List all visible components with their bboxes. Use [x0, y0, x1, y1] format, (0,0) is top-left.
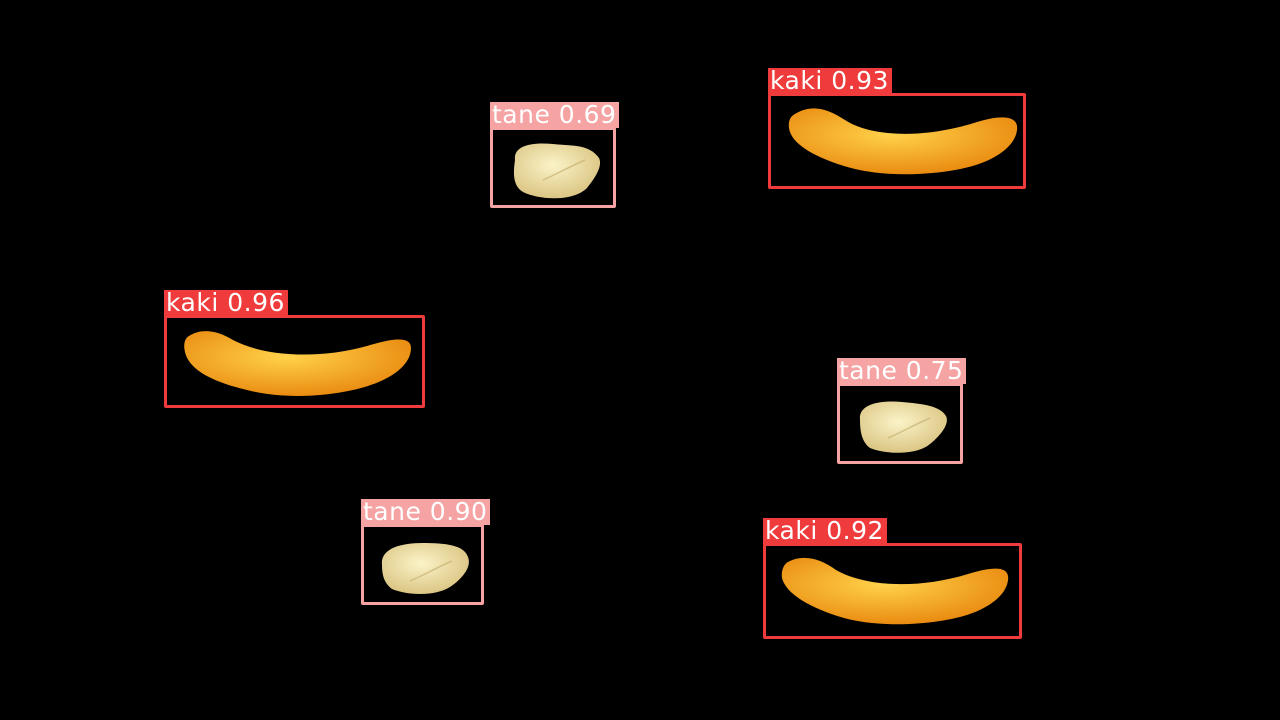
detection-box-kaki-1: kaki 0.93 [768, 68, 1026, 189]
peanut-icon [859, 401, 947, 453]
detection-label: tane 0.90 [361, 499, 491, 525]
detection-label: tane 0.75 [837, 358, 967, 384]
peanut-icon [513, 143, 601, 199]
rice-cracker-icon [184, 331, 411, 396]
rice-cracker-icon [788, 108, 1018, 175]
detection-label: kaki 0.93 [768, 68, 892, 94]
peanut-icon [381, 543, 469, 594]
detection-box-tane-1: tane 0.69 [490, 102, 620, 208]
detection-label: tane 0.69 [490, 102, 620, 128]
rice-cracker-icon [781, 557, 1009, 625]
detection-box-kaki-3: kaki 0.92 [763, 518, 1022, 639]
detection-box-tane-3: tane 0.90 [361, 499, 491, 605]
detection-label: kaki 0.96 [164, 290, 288, 316]
detection-box-tane-2: tane 0.75 [837, 358, 967, 464]
detection-label: kaki 0.92 [763, 518, 887, 544]
detection-box-kaki-2: kaki 0.96 [164, 290, 425, 408]
